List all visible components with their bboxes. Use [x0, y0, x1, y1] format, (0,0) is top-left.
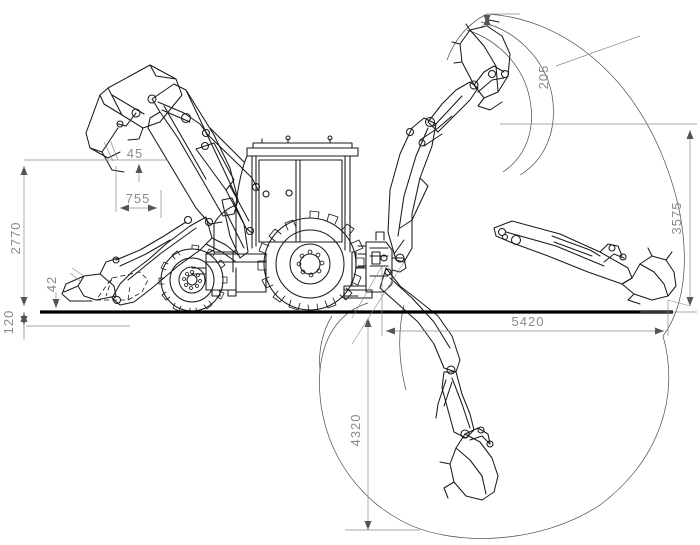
dimension-205 — [481, 13, 641, 67]
dimension-label-42: 42 — [44, 276, 59, 292]
dimension-5420 — [381, 266, 669, 336]
loader-bucket-lowered-ghost — [95, 271, 149, 301]
backhoe-digging-down — [379, 267, 499, 501]
backhoe-raised — [387, 19, 511, 263]
dimension-label-205: 205 — [536, 65, 551, 90]
dimension-label-2770: 2770 — [8, 222, 23, 255]
dimension-label-5420: 5420 — [512, 314, 545, 329]
dimension-755 — [115, 166, 162, 218]
dimension-42-angle — [52, 267, 85, 308]
backhoe-mounting-frame — [343, 231, 407, 297]
extension-leader-lines — [351, 261, 691, 345]
backhoe-extended-reach — [493, 220, 677, 305]
dimension-label-120: 120 — [1, 310, 16, 335]
dimension-120 — [20, 312, 130, 330]
dimension-4320 — [345, 318, 420, 531]
dimension-label-4320: 4320 — [348, 414, 363, 447]
dimension-label-45: 45 — [127, 146, 143, 161]
loader-arm-raised — [85, 64, 261, 236]
dimension-label-3575: 3575 — [669, 202, 684, 235]
dimension-label-755: 755 — [126, 191, 151, 206]
dimension-45-angle — [103, 139, 143, 182]
bucket-swing-arc — [466, 21, 554, 176]
dimension-3575 — [500, 123, 697, 313]
loader-arm-lowered — [61, 197, 249, 306]
machine-outline — [158, 135, 373, 314]
